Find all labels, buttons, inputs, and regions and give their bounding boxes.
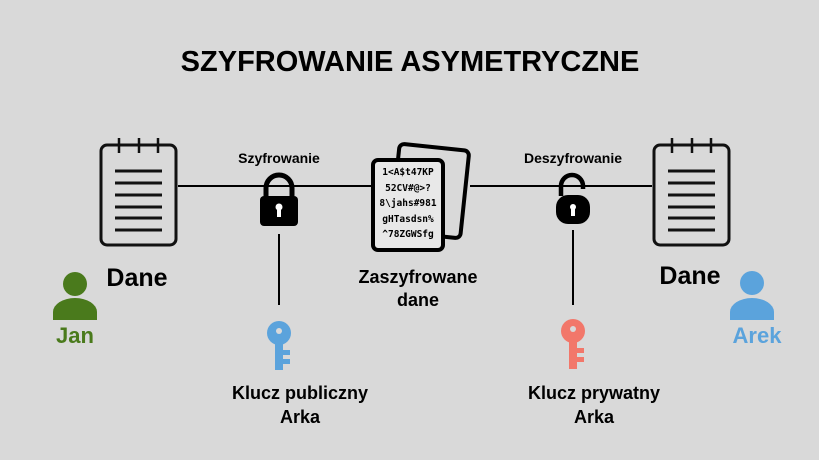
ciphertext-label-line2: dane bbox=[396, 290, 440, 310]
person-arek-label: Arek bbox=[732, 323, 782, 348]
data-label-right: Dane bbox=[659, 262, 721, 290]
private-key-label: Klucz prywatny Arka bbox=[528, 381, 660, 429]
private-key-label-line2: Arka bbox=[573, 407, 615, 427]
person-jan-icon bbox=[53, 272, 97, 320]
document-icon-right bbox=[652, 138, 731, 247]
person-arek-icon bbox=[730, 271, 774, 320]
encrypt-label: Szyfrowanie bbox=[238, 150, 320, 166]
public-key-label-line1: Klucz publiczny bbox=[231, 383, 369, 403]
ciphertext-line: 1<A$t47KP bbox=[382, 167, 434, 178]
public-key-label-line2: Arka bbox=[279, 407, 321, 427]
lock-open-icon bbox=[556, 172, 590, 224]
public-key-label: Klucz publiczny Arka bbox=[232, 381, 368, 429]
ciphertext-block: 1<A$t47KP 52CV#@>? 8\jahs#981 gHTasdsn% … bbox=[373, 165, 443, 243]
ciphertext-label-line1: Zaszyfrowane bbox=[358, 267, 478, 287]
decrypt-label: Deszyfrowanie bbox=[523, 150, 623, 166]
ciphertext-line: gHTasdsn% bbox=[382, 213, 434, 225]
data-label-left: Dane bbox=[106, 264, 168, 292]
lock-closed-icon bbox=[260, 172, 298, 226]
ciphertext-label: Zaszyfrowane dane bbox=[358, 266, 477, 312]
public-key-icon bbox=[267, 321, 291, 370]
person-jan-label: Jan bbox=[56, 323, 94, 348]
ciphertext-line: 52CV#@>? bbox=[385, 182, 431, 194]
connector-lines bbox=[178, 185, 652, 305]
private-key-label-line1: Klucz prywatny bbox=[527, 383, 661, 403]
page-title: SZYFROWANIE ASYMETRYCZNE bbox=[180, 46, 640, 78]
ciphertext-line: ^78ZGWSfg bbox=[382, 229, 434, 240]
private-key-icon bbox=[561, 319, 585, 369]
ciphertext-line: 8\jahs#981 bbox=[379, 198, 437, 209]
encrypted-document-icon bbox=[371, 142, 471, 252]
document-icon-left bbox=[99, 138, 178, 247]
